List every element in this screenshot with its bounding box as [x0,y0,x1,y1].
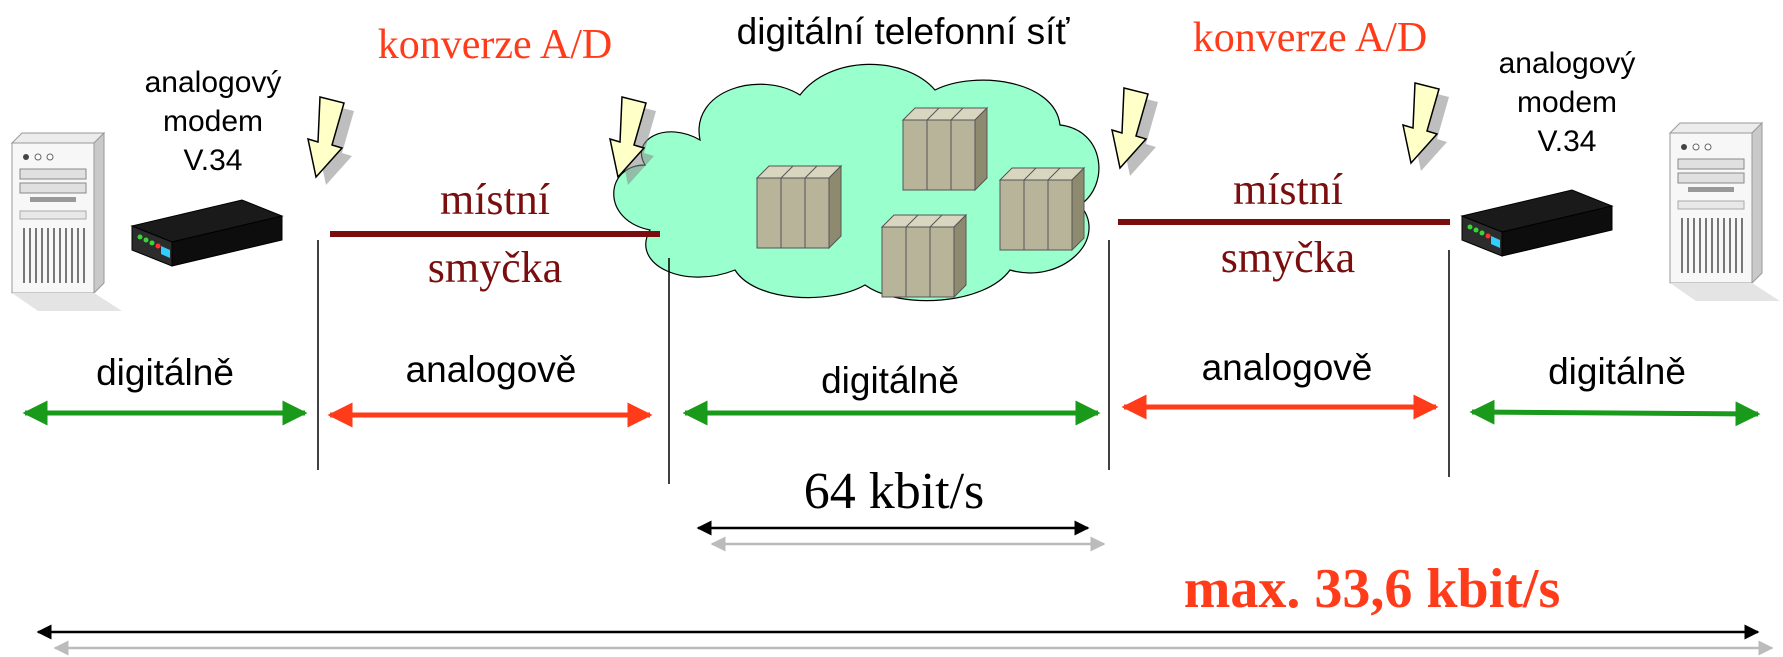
total-rate-label: max. 33,6 kbit/s [1184,558,1561,620]
conversion-label-left: konverze A/D [378,22,612,68]
switch-icon [902,107,988,191]
modem-label-left-line2: modem [163,105,263,138]
switch-icon [881,214,967,298]
modem-label-right-line2: modem [1517,86,1617,119]
down-arrow-icon [307,96,355,186]
digital-network-cloud [613,63,1100,302]
modem-icon [131,199,283,267]
down-arrow-icon [1111,87,1159,177]
switch-icon [756,165,842,249]
network-title: digitální telefonní síť [737,11,1071,52]
segment-label-analog: analogově [406,349,577,390]
computer-tower-icon [1669,122,1781,302]
segment-label-analog: analogově [1202,347,1373,388]
local-loop-label-right-line1: místní [1233,165,1343,214]
segment-label-digital: digitálně [96,352,234,393]
segment-label-digital: digitálně [1548,351,1686,392]
down-arrow-icon [1402,82,1450,172]
modem-icon [1461,189,1613,257]
local-loop-label-left-line2: smyčka [428,243,562,292]
local-loop-label-right-line2: smyčka [1221,233,1355,282]
computer-tower-icon [11,132,123,312]
modem-label-right-line1: analogový [1499,47,1636,80]
segment-dividers [317,240,1450,484]
core-rate-label: 64 kbit/s [804,463,985,520]
segment-label-digital: digitálně [821,360,959,401]
modem-label-left-line1: analogový [145,66,282,99]
segment-arrow-digital [1469,399,1761,427]
switch-icon [999,167,1085,251]
modem-label-left-line3: V.34 [184,144,243,177]
local-loop-label-left-line1: místní [440,175,550,224]
modem-label-right-line3: V.34 [1538,125,1597,158]
conversion-label-right: konverze A/D [1193,15,1427,61]
